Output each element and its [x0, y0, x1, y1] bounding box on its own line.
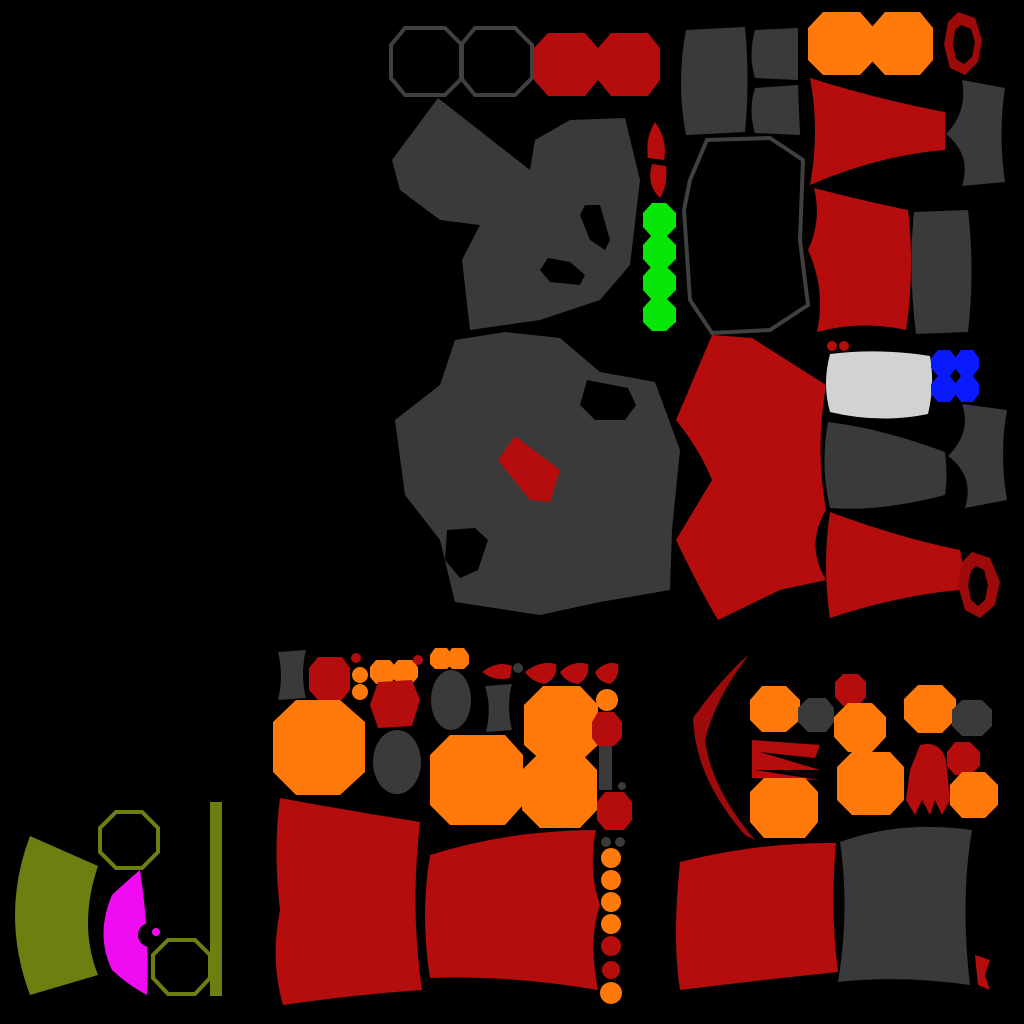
- charcoal-cap-piece: [681, 27, 748, 135]
- blob-hole: [445, 528, 488, 578]
- orange-octagon-large: [273, 700, 365, 795]
- red-fringe-piece: [752, 740, 820, 780]
- red-panel-large: [425, 830, 600, 990]
- charcoal-octagon: [798, 698, 834, 732]
- orange-octagon: [447, 648, 469, 669]
- red-strip: [650, 164, 667, 198]
- blob-hole: [580, 380, 636, 420]
- red-dot: [839, 341, 849, 351]
- red-leaf-piece: [560, 663, 589, 684]
- ring-hole: [953, 25, 975, 64]
- red-dot: [351, 653, 361, 663]
- bottom-left-region: [15, 802, 222, 996]
- red-strip: [647, 122, 665, 160]
- orange-dot: [596, 689, 618, 711]
- light-gray-barrel: [826, 351, 933, 419]
- red-dot: [827, 341, 837, 351]
- outline-panel: [681, 135, 811, 336]
- charcoal-tab-piece: [751, 85, 800, 135]
- charcoal-tab-piece: [751, 28, 798, 80]
- olive-bar: [210, 802, 222, 996]
- charcoal-dot: [601, 837, 611, 847]
- orange-octagon-large: [522, 752, 597, 828]
- orange-octagon: [808, 12, 874, 75]
- charcoal-octagon: [952, 700, 992, 736]
- orange-dot: [352, 684, 368, 700]
- red-octagon: [598, 33, 660, 96]
- red-patch: [498, 436, 560, 502]
- orange-octagon: [430, 648, 452, 669]
- olive-outline-octagon: [151, 938, 212, 996]
- charcoal-dot: [615, 837, 625, 847]
- orange-octagon: [950, 772, 998, 818]
- orange-octagon: [370, 660, 396, 684]
- orange-octagon: [392, 660, 418, 684]
- charcoal-small-piece: [485, 684, 512, 732]
- orange-octagon: [750, 686, 800, 732]
- orange-octagon: [834, 703, 886, 752]
- red-fan-piece: [810, 78, 945, 185]
- red-leaf-piece: [595, 663, 619, 684]
- charcoal-dot: [513, 663, 523, 673]
- charcoal-block-piece: [911, 210, 972, 334]
- charcoal-small-piece: [599, 746, 612, 790]
- red-leaf-piece: [525, 663, 557, 684]
- outline-octagon: [459, 26, 534, 97]
- orange-octagon-large: [524, 686, 598, 762]
- red-fringe-piece: [906, 744, 950, 815]
- red-panel-large: [275, 798, 422, 1005]
- red-panel-large: [676, 842, 838, 990]
- red-dot: [413, 655, 423, 665]
- outline-octagon: [389, 26, 464, 97]
- red-octagon: [947, 742, 980, 775]
- olive-fan-piece: [15, 836, 98, 995]
- orange-octagon-large: [430, 735, 523, 825]
- orange-dot: [352, 667, 368, 683]
- red-crown-piece: [676, 335, 826, 620]
- orange-octagon: [837, 752, 904, 815]
- red-fan-piece: [826, 512, 963, 618]
- olive-outline-octagon: [98, 810, 160, 870]
- bottom-right-region: [676, 655, 998, 990]
- red-octagon: [534, 33, 598, 96]
- charcoal-oval: [373, 730, 421, 794]
- charcoal-bow-piece: [946, 80, 1005, 186]
- red-arc-piece: [693, 655, 755, 840]
- orange-octagon: [904, 685, 956, 733]
- blob-hole: [540, 258, 585, 285]
- orange-octagon: [750, 778, 818, 838]
- charcoal-bow-piece: [948, 404, 1007, 508]
- red-small-notch: [975, 955, 990, 990]
- bottom-center-region: [273, 648, 632, 1005]
- red-octagon: [592, 712, 622, 746]
- ring-hole: [968, 566, 988, 606]
- charcoal-dot: [618, 782, 626, 790]
- charcoal-fan-piece: [824, 422, 947, 509]
- red-octagon: [835, 674, 866, 706]
- orange-octagon: [871, 12, 933, 75]
- charcoal-panel-large: [838, 826, 972, 985]
- red-leaf-piece: [482, 664, 512, 680]
- red-bell-piece: [808, 188, 912, 332]
- green-octagon-column: [643, 203, 676, 331]
- red-octagon: [370, 680, 420, 728]
- magenta-fan-piece: [103, 870, 148, 995]
- magenta-dot: [152, 928, 160, 936]
- charcoal-small-piece: [278, 650, 306, 700]
- red-octagon: [309, 657, 350, 700]
- orange-dot-column: [600, 848, 622, 1004]
- blue-octagon-cluster: [931, 350, 979, 402]
- top-right-region: [389, 12, 1007, 620]
- charcoal-oval: [431, 670, 471, 730]
- red-octagon: [597, 792, 632, 830]
- blob-hole: [580, 205, 610, 250]
